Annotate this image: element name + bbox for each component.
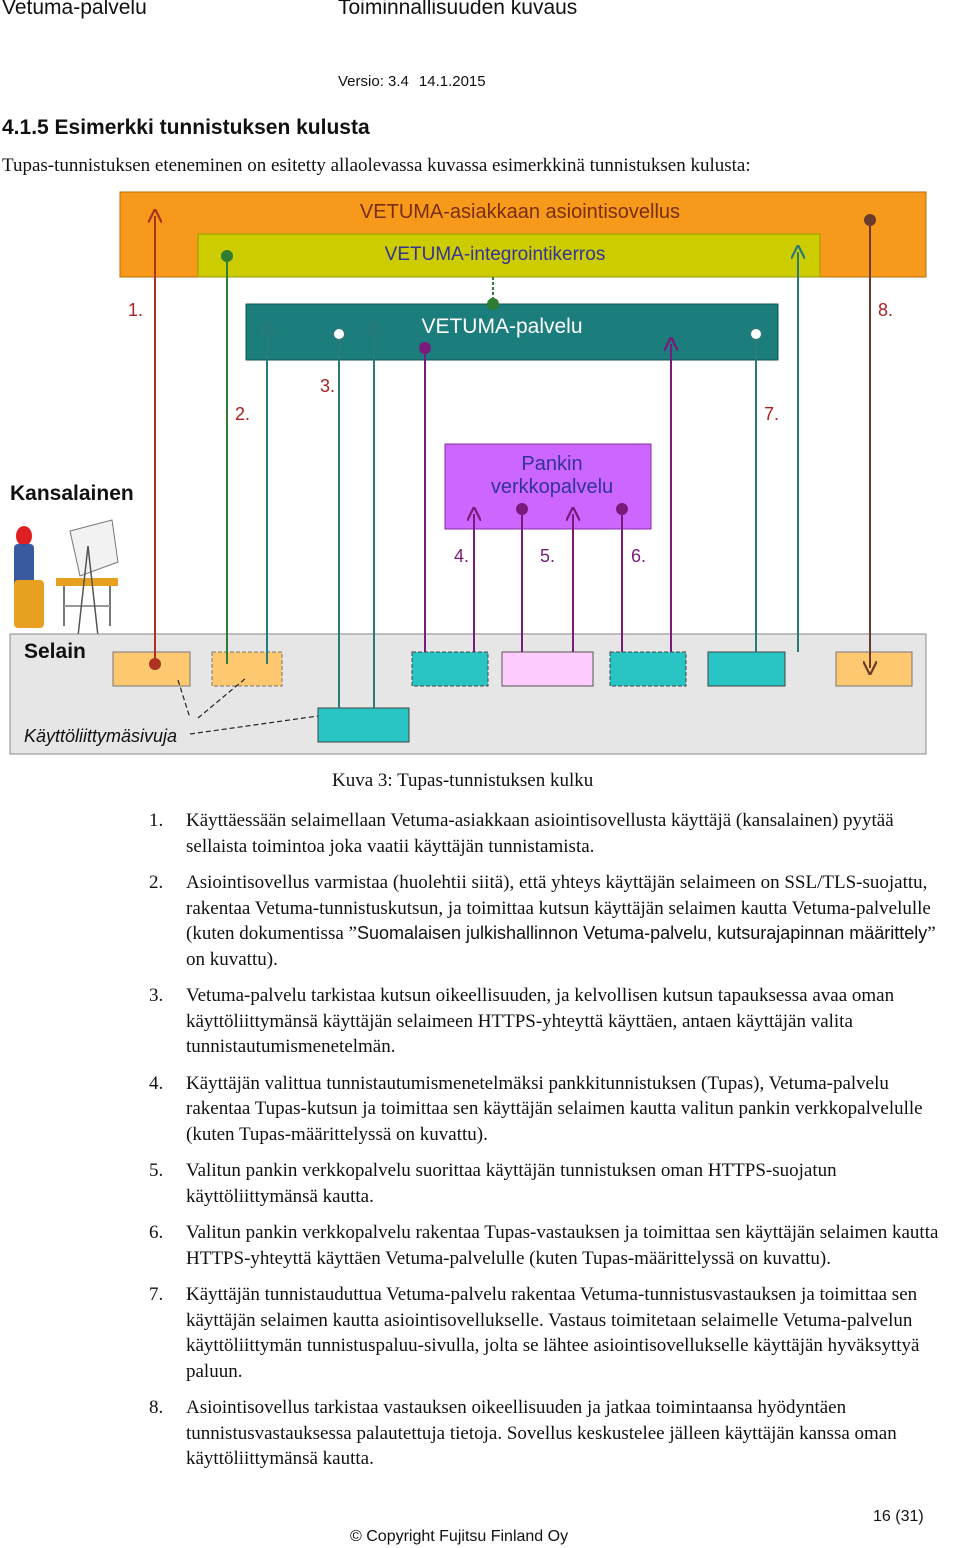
list-item: 6. Valitun pankin verkkopalvelu rakentaa … [0, 1220, 960, 1271]
step-label-1: 1. [128, 300, 143, 320]
step-label-4: 4. [454, 546, 469, 566]
tupas-flow-diagram: VETUMA-asiakkaan asiointisovellus VETUMA… [9, 191, 927, 755]
vetuma-palvelu-label: VETUMA-palvelu [421, 315, 582, 338]
step-text: Vetuma-palvelu tarkistaa kutsun oikeelli… [186, 985, 895, 1057]
flow-arrows [149, 214, 876, 708]
step-label-7: 7. [764, 404, 779, 424]
step-number: 2. [149, 872, 164, 893]
page-links [177, 677, 319, 735]
list-item: 8. Asiointisovellus tarkistaa vastauksen … [0, 1395, 960, 1472]
selain-label: Selain [24, 640, 86, 663]
section-title: 4.1.5 Esimerkki tunnistuksen kulusta [2, 116, 370, 139]
integration-connector-dot [487, 298, 499, 310]
list-item: 2. Asiointisovellus varmistaa (huolehtii … [0, 870, 960, 972]
step-number: 1. [149, 810, 164, 831]
step-text: Käyttäjän tunnistauduttua Vetuma-palvelu… [186, 1284, 920, 1382]
integrointikerros-box [197, 233, 821, 278]
step-label-6: 6. [631, 546, 646, 566]
step-number: 8. [149, 1397, 164, 1418]
citizen-computer-icon [14, 519, 119, 637]
list-item: 4. Käyttäjän valittua tunnistautumismenet… [0, 1071, 960, 1148]
page-1-asiointi [112, 651, 191, 687]
step-text-end: ” on kuvattu). [186, 923, 936, 970]
step-text: Valitun pankin verkkopalvelu suorittaa k… [186, 1160, 837, 1207]
copyright-notice: © Copyright Fujitsu Finland Oy [350, 1528, 569, 1545]
document-reference: Suomalaisen julkishallinnon Vetuma-palve… [356, 923, 928, 943]
step-label-2: 2. [235, 404, 250, 424]
step-number: 7. [149, 1284, 164, 1305]
step-label-8: 8. [878, 300, 893, 320]
step-text: Asiointisovellus varmistaa (huolehtii si… [186, 872, 931, 944]
asiointisovellus-label: VETUMA-asiakkaan asiointisovellus [360, 201, 680, 223]
page-3-vetuma [317, 707, 410, 743]
page-number: 16 (31) [873, 1508, 924, 1525]
version-label: Versio: 3.4 [338, 73, 409, 90]
kayttoliittymasivuja-label: Käyttöliittymäsivuja [24, 726, 177, 746]
figure-caption: Kuva 3: Tupas-tunnistuksen kulku [332, 770, 594, 791]
pankin-label-line2: verkkopalvelu [491, 476, 613, 498]
flow-steps-list: 1. Käyttäessään selaimellaan Vetuma-asiak… [0, 808, 960, 1483]
list-item: 5. Valitun pankin verkkopalvelu suorittaa… [0, 1158, 960, 1209]
step-text: Käyttäessään selaimellaan Vetuma-asiakka… [186, 810, 894, 857]
page-7-vetuma [707, 651, 786, 687]
integrointikerros-label: VETUMA-integrointikerros [385, 244, 606, 265]
step-number: 6. [149, 1222, 164, 1243]
list-item: 7. Käyttäjän tunnistauduttua Vetuma-palve… [0, 1282, 960, 1384]
step-text: Asiointisovellus tarkistaa vastauksen oi… [186, 1397, 897, 1469]
step-text: Käyttäjän valittua tunnistautumismenetel… [186, 1072, 923, 1145]
step-label-5: 5. [540, 546, 555, 566]
step-text: Valitun pankin verkkopalvelu rakentaa Tu… [186, 1222, 939, 1269]
pankin-label-line1: Pankin [521, 453, 582, 475]
page-8-asiointi [835, 651, 913, 687]
header-document-title: Vetuma-palvelu [2, 0, 147, 19]
header-document-type: Toiminnallisuuden kuvaus [338, 0, 578, 19]
intro-paragraph: Tupas-tunnistuksen eteneminen on esitett… [2, 155, 751, 176]
step-number: 5. [149, 1160, 164, 1181]
step-number: 3. [149, 985, 164, 1006]
list-item: 3. Vetuma-palvelu tarkistaa kutsun oikeel… [0, 983, 960, 1060]
page-6-vetuma [609, 651, 687, 687]
page-2-asiointi [211, 651, 283, 687]
step-number: 4. [149, 1072, 164, 1094]
page-5-pankki [501, 651, 594, 687]
step-label-3: 3. [320, 376, 335, 396]
version-info: Versio: 3.4 14.1.2015 [338, 73, 486, 90]
version-date: 14.1.2015 [418, 73, 486, 90]
list-item: 1. Käyttäessään selaimellaan Vetuma-asiak… [0, 808, 960, 859]
page-4-vetuma [411, 651, 489, 687]
kansalainen-label: Kansalainen [10, 482, 134, 505]
